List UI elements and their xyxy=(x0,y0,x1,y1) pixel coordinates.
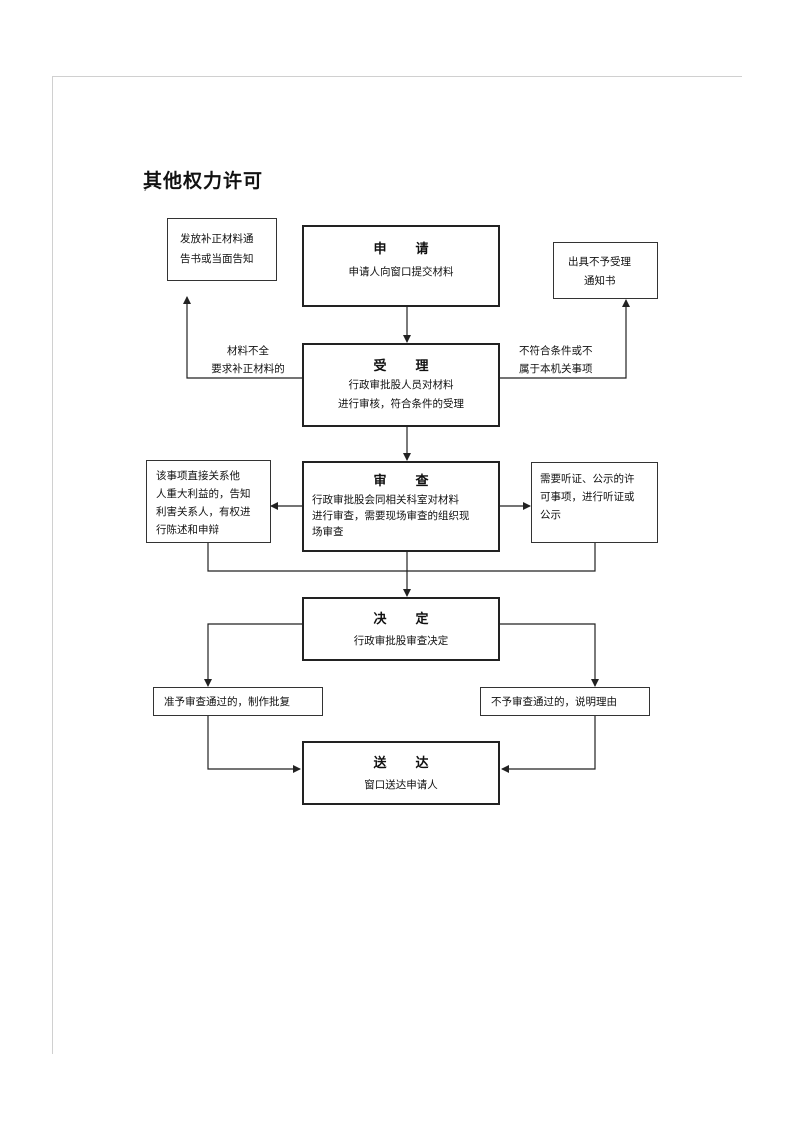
page-title: 其他权力许可 xyxy=(143,170,264,192)
node-deliver-body: 窗口送达申请人 xyxy=(364,779,438,791)
hearing-line-3: 公示 xyxy=(540,509,561,521)
stakeholder-line-3: 利害关系人，有权进 xyxy=(156,506,251,518)
hearing-line-2: 可事项，进行听证或 xyxy=(540,491,635,503)
page-edge-top xyxy=(52,76,742,77)
node-accept-body-2: 进行审核，符合条件的受理 xyxy=(338,398,464,410)
node-review: 审 查 行政审批股会同相关科室对材料 进行审查，需要现场审查的组织现 场审查 xyxy=(302,461,500,552)
box-approve: 准予审查通过的，制作批复 xyxy=(153,687,323,716)
stakeholder-line-4: 行陈述和申辩 xyxy=(156,524,219,536)
supplement-notice-line-2: 告书或当面告知 xyxy=(180,253,254,265)
box-deny: 不予审查通过的，说明理由 xyxy=(480,687,650,716)
node-apply-head: 申 请 xyxy=(373,242,437,257)
arrow-approve-to-deliver xyxy=(207,716,301,773)
node-decide-head: 决 定 xyxy=(373,612,437,627)
box-stakeholder: 该事项直接关系他 人重大利益的，告知 利害关系人，有权进 行陈述和申辩 xyxy=(146,460,271,543)
page-edge-left xyxy=(52,76,53,1054)
label-not-qualified: 不符合条件或不 属于本机关事项 xyxy=(519,342,593,378)
stakeholder-line-2: 人重大利益的，告知 xyxy=(156,488,251,500)
arrow-deny-to-deliver xyxy=(501,716,596,773)
node-review-body-2: 进行审查，需要现场审查的组织现 xyxy=(312,510,470,522)
approve-text: 准予审查通过的，制作批复 xyxy=(164,696,290,708)
deny-text: 不予审查通过的，说明理由 xyxy=(491,696,617,708)
node-deliver: 送 达 窗口送达申请人 xyxy=(302,741,500,805)
reject-notice-line-1: 出具不予受理 xyxy=(568,256,631,268)
arrow-decide-to-approve xyxy=(204,623,302,687)
node-accept-body-1: 行政审批股人员对材料 xyxy=(348,379,454,391)
label-not-qualified-line-2: 属于本机关事项 xyxy=(519,363,593,375)
merge-line-stakeholder xyxy=(207,543,407,572)
hearing-line-1: 需要听证、公示的许 xyxy=(540,473,635,485)
supplement-notice-line-1: 发放补正材料通 xyxy=(180,233,254,245)
merge-line-hearing xyxy=(407,543,596,572)
reject-notice-line-2: 通知书 xyxy=(584,275,616,287)
node-review-head: 审 查 xyxy=(373,474,437,489)
node-accept: 受 理 行政审批股人员对材料 进行审核，符合条件的受理 xyxy=(302,343,500,427)
arrow-accept-to-reject xyxy=(500,299,630,379)
label-incomplete-line-1: 材料不全 xyxy=(227,345,269,357)
label-incomplete: 材料不全 要求补正材料的 xyxy=(196,342,300,378)
label-incomplete-line-2: 要求补正材料的 xyxy=(211,363,285,375)
node-deliver-head: 送 达 xyxy=(373,756,437,771)
node-apply-body: 申请人向窗口提交材料 xyxy=(348,266,454,278)
node-apply: 申 请 申请人向窗口提交材料 xyxy=(302,225,500,307)
title-mark: ， xyxy=(143,182,153,193)
arrow-decide-to-deny xyxy=(500,623,599,687)
label-not-qualified-line-1: 不符合条件或不 xyxy=(519,345,593,357)
node-review-body-3: 场审查 xyxy=(312,526,344,538)
stakeholder-line-1: 该事项直接关系他 xyxy=(156,470,240,482)
node-decide-body: 行政审批股审查决定 xyxy=(353,635,449,647)
arrow-accept-to-supplement xyxy=(183,296,302,379)
node-decide: 决 定 行政审批股审查决定 xyxy=(302,597,500,661)
node-accept-head: 受 理 xyxy=(373,359,437,374)
box-supplement-notice: 发放补正材料通 告书或当面告知 xyxy=(167,218,277,281)
box-reject-notice: 出具不予受理 通知书 xyxy=(553,242,658,299)
box-hearing: 需要听证、公示的许 可事项，进行听证或 公示 xyxy=(531,462,658,543)
node-review-body-1: 行政审批股会同相关科室对材料 xyxy=(312,494,459,506)
